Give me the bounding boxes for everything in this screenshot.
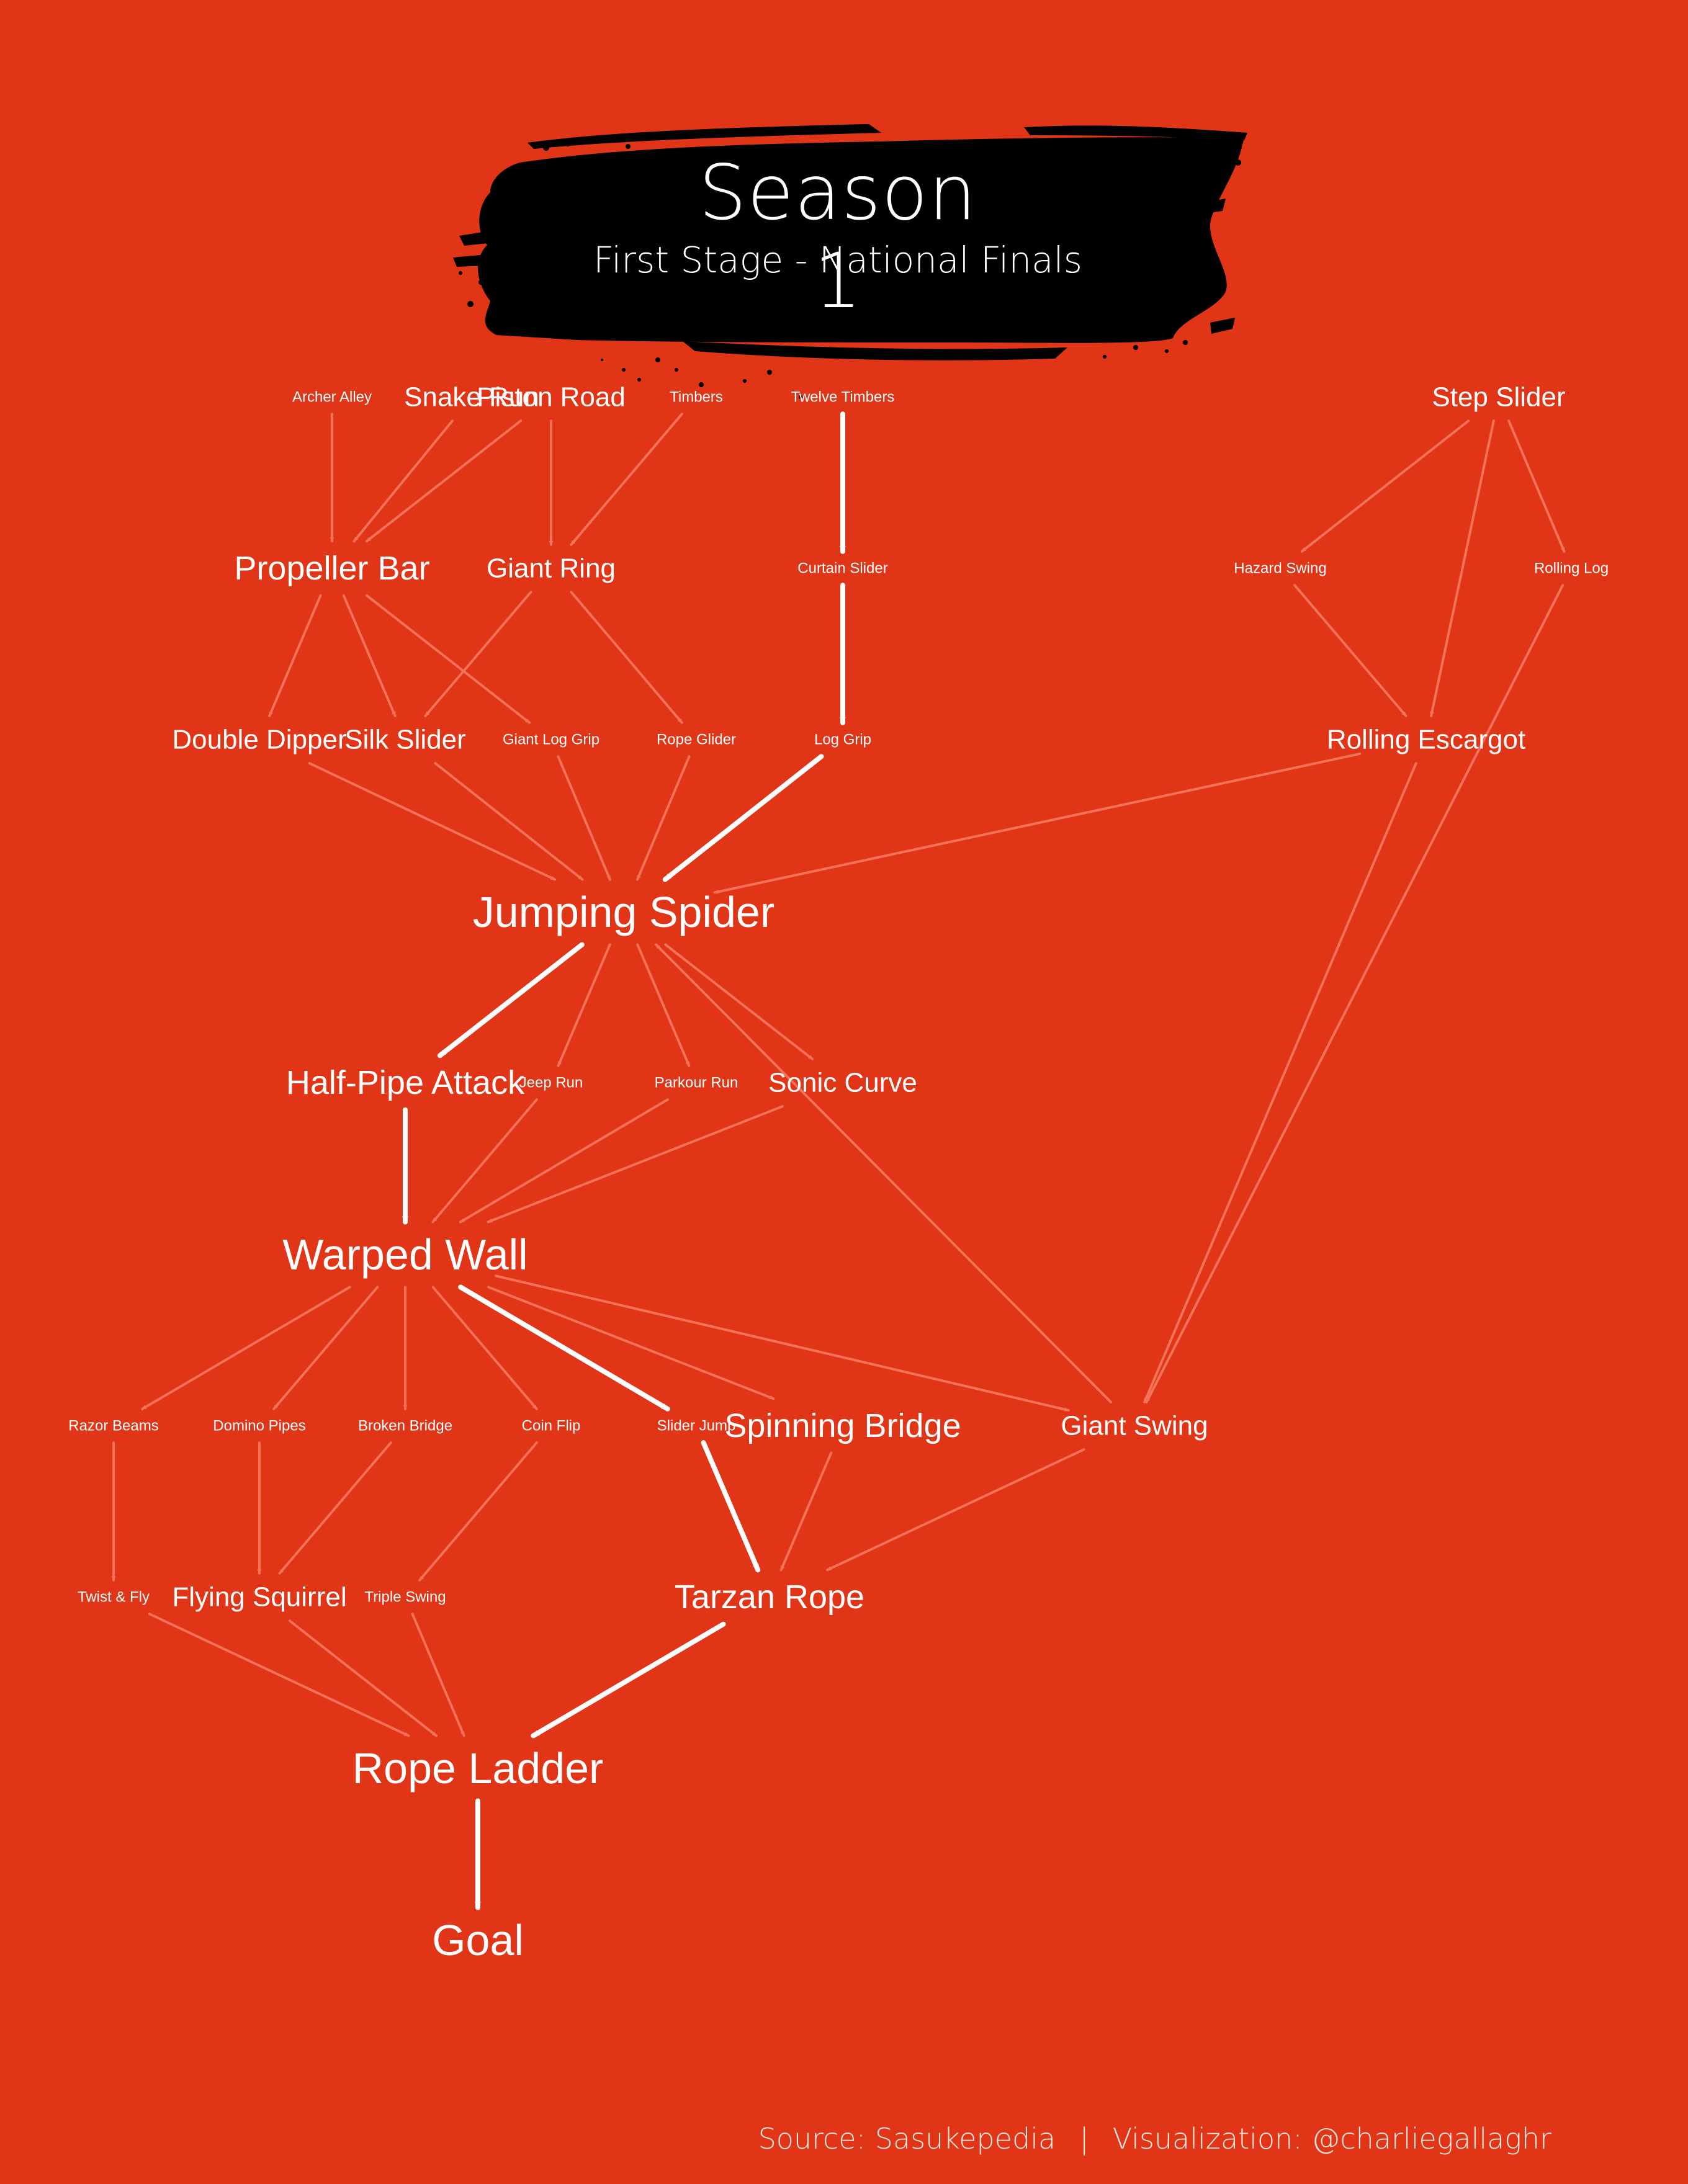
node-rope-glider: Rope Glider bbox=[657, 732, 736, 748]
node-parkour-run: Parkour Run bbox=[655, 1075, 738, 1091]
edge-jumping-spider-to-parkour-run bbox=[636, 943, 691, 1067]
footer-separator: | bbox=[1079, 2122, 1089, 2155]
node-archer-alley: Archer Alley bbox=[292, 389, 372, 406]
node-spinning-bridge: Spinning Bridge bbox=[724, 1407, 961, 1444]
page-subtitle: First Stage - National Finals bbox=[593, 239, 1082, 281]
node-twist-fly: Twist & Fly bbox=[78, 1589, 150, 1606]
edge-giant-ring-to-silk-slider bbox=[424, 591, 532, 717]
edge-giant-swing-to-tarzan-rope bbox=[826, 1448, 1085, 1572]
node-rope-ladder: Rope Ladder bbox=[352, 1744, 604, 1792]
footer-credit: Visualization: @charliegallaghr bbox=[1112, 2122, 1551, 2155]
edge-double-dipper-to-jumping-spider bbox=[308, 762, 557, 881]
node-slider-jump: Slider Jump bbox=[657, 1418, 736, 1434]
edge-jeep-run-to-warped-wall bbox=[431, 1098, 538, 1224]
edge-hazard-swing-to-rolling-escargot bbox=[1293, 584, 1407, 717]
node-triple-swing: Triple Swing bbox=[364, 1589, 446, 1606]
edge-rolling-log-to-giant-swing bbox=[1145, 584, 1565, 1403]
edge-piston-road-to-propeller-bar bbox=[365, 419, 523, 543]
edge-silk-slider-to-jumping-spider bbox=[434, 762, 584, 881]
edge-log-grip-to-jumping-spider bbox=[662, 754, 824, 882]
edge-broken-bridge-to-flying-squirrel bbox=[278, 1441, 392, 1575]
edge-jumping-spider-to-sonic-curve bbox=[664, 943, 814, 1060]
edge-rope-glider-to-jumping-spider bbox=[636, 755, 691, 881]
node-broken-bridge: Broken Bridge bbox=[358, 1418, 452, 1434]
edge-coin-flip-to-triple-swing bbox=[418, 1441, 538, 1582]
edge-giant-swing-to-jumping-spider bbox=[655, 943, 1112, 1403]
title-brush-stroke bbox=[453, 124, 1247, 399]
node-razor-beams: Razor Beams bbox=[68, 1418, 158, 1434]
edge-step-slider-to-rolling-log bbox=[1507, 419, 1566, 553]
edge-parkour-run-to-warped-wall bbox=[459, 1098, 669, 1224]
edge-step-slider-to-hazard-swing bbox=[1300, 419, 1470, 553]
edge-step-slider-to-rolling-escargot bbox=[1429, 419, 1495, 717]
edge-warped-wall-to-domino-pipes bbox=[272, 1286, 379, 1410]
node-propeller-bar: Propeller Bar bbox=[234, 550, 429, 587]
node-giant-log-grip: Giant Log Grip bbox=[503, 732, 599, 748]
edge-tarzan-rope-to-rope-ladder bbox=[531, 1621, 726, 1739]
node-hazard-swing: Hazard Swing bbox=[1234, 560, 1326, 577]
node-rolling-escargot: Rolling Escargot bbox=[1327, 725, 1525, 755]
edge-warped-wall-to-spinning-bridge bbox=[487, 1286, 775, 1400]
edge-slider-jump-to-tarzan-rope bbox=[701, 1440, 761, 1573]
node-twelve-timbers: Twelve Timbers bbox=[791, 389, 895, 406]
edge-warped-wall-to-coin-flip bbox=[431, 1286, 538, 1410]
edge-propeller-bar-to-giant-log-grip bbox=[365, 594, 531, 724]
edge-sonic-curve-to-warped-wall bbox=[487, 1105, 784, 1224]
node-domino-pipes: Domino Pipes bbox=[213, 1418, 305, 1434]
page-title: Season 1 bbox=[698, 149, 977, 325]
node-curtain-slider: Curtain Slider bbox=[797, 560, 887, 577]
edge-warped-wall-to-razor-beams bbox=[141, 1286, 351, 1410]
node-rolling-log: Rolling Log bbox=[1534, 560, 1609, 577]
edge-giant-ring-to-rope-glider bbox=[570, 591, 683, 724]
node-timbers: Timbers bbox=[670, 389, 723, 406]
node-log-grip: Log Grip bbox=[814, 732, 871, 748]
edge-timbers-to-giant-ring bbox=[570, 413, 683, 546]
edge-propeller-bar-to-silk-slider bbox=[342, 594, 397, 717]
node-half-pipe-attack: Half-Pipe Attack bbox=[286, 1064, 525, 1101]
node-giant-ring: Giant Ring bbox=[487, 553, 616, 584]
footer-credits: Source: Sasukepedia | Visualization: @char… bbox=[745, 2122, 1551, 2155]
node-sonic-curve: Sonic Curve bbox=[768, 1068, 917, 1098]
edge-propeller-bar-to-double-dipper bbox=[268, 594, 322, 717]
node-goal: Goal bbox=[432, 1916, 524, 1964]
node-silk-slider: Silk Slider bbox=[344, 725, 466, 755]
edge-flying-squirrel-to-rope-ladder bbox=[288, 1619, 438, 1737]
node-tarzan-rope: Tarzan Rope bbox=[675, 1578, 864, 1616]
edges-layer bbox=[111, 411, 1566, 1910]
edge-triple-swing-to-rope-ladder bbox=[411, 1613, 465, 1737]
node-flying-squirrel: Flying Squirrel bbox=[172, 1582, 346, 1613]
node-jumping-spider: Jumping Spider bbox=[473, 888, 774, 936]
footer-source: Source: Sasukepedia bbox=[758, 2122, 1056, 2155]
node-snake-run: Snake Run bbox=[404, 382, 539, 413]
node-piston-road: Piston Road bbox=[477, 382, 626, 413]
edge-warped-wall-to-slider-jump bbox=[458, 1284, 670, 1412]
node-giant-swing: Giant Swing bbox=[1061, 1411, 1208, 1441]
edge-rolling-escargot-to-giant-swing bbox=[1143, 762, 1417, 1403]
edge-twist-fly-to-rope-ladder bbox=[148, 1613, 410, 1737]
edge-warped-wall-to-giant-swing bbox=[495, 1274, 1070, 1412]
node-step-slider: Step Slider bbox=[1432, 382, 1565, 413]
edge-snake-run-to-propeller-bar bbox=[352, 419, 454, 543]
edge-giant-log-grip-to-jumping-spider bbox=[557, 755, 611, 881]
node-warped-wall: Warped Wall bbox=[282, 1230, 528, 1279]
node-coin-flip: Coin Flip bbox=[522, 1418, 581, 1434]
node-double-dipper: Double Dipper bbox=[172, 725, 346, 755]
node-jeep-run: Jeep Run bbox=[519, 1075, 583, 1091]
edge-spinning-bridge-to-tarzan-rope bbox=[779, 1451, 833, 1572]
edge-rolling-escargot-to-jumping-spider bbox=[713, 752, 1362, 894]
edge-jumping-spider-to-jeep-run bbox=[557, 943, 611, 1067]
edge-jumping-spider-to-half-pipe-attack bbox=[437, 942, 585, 1058]
